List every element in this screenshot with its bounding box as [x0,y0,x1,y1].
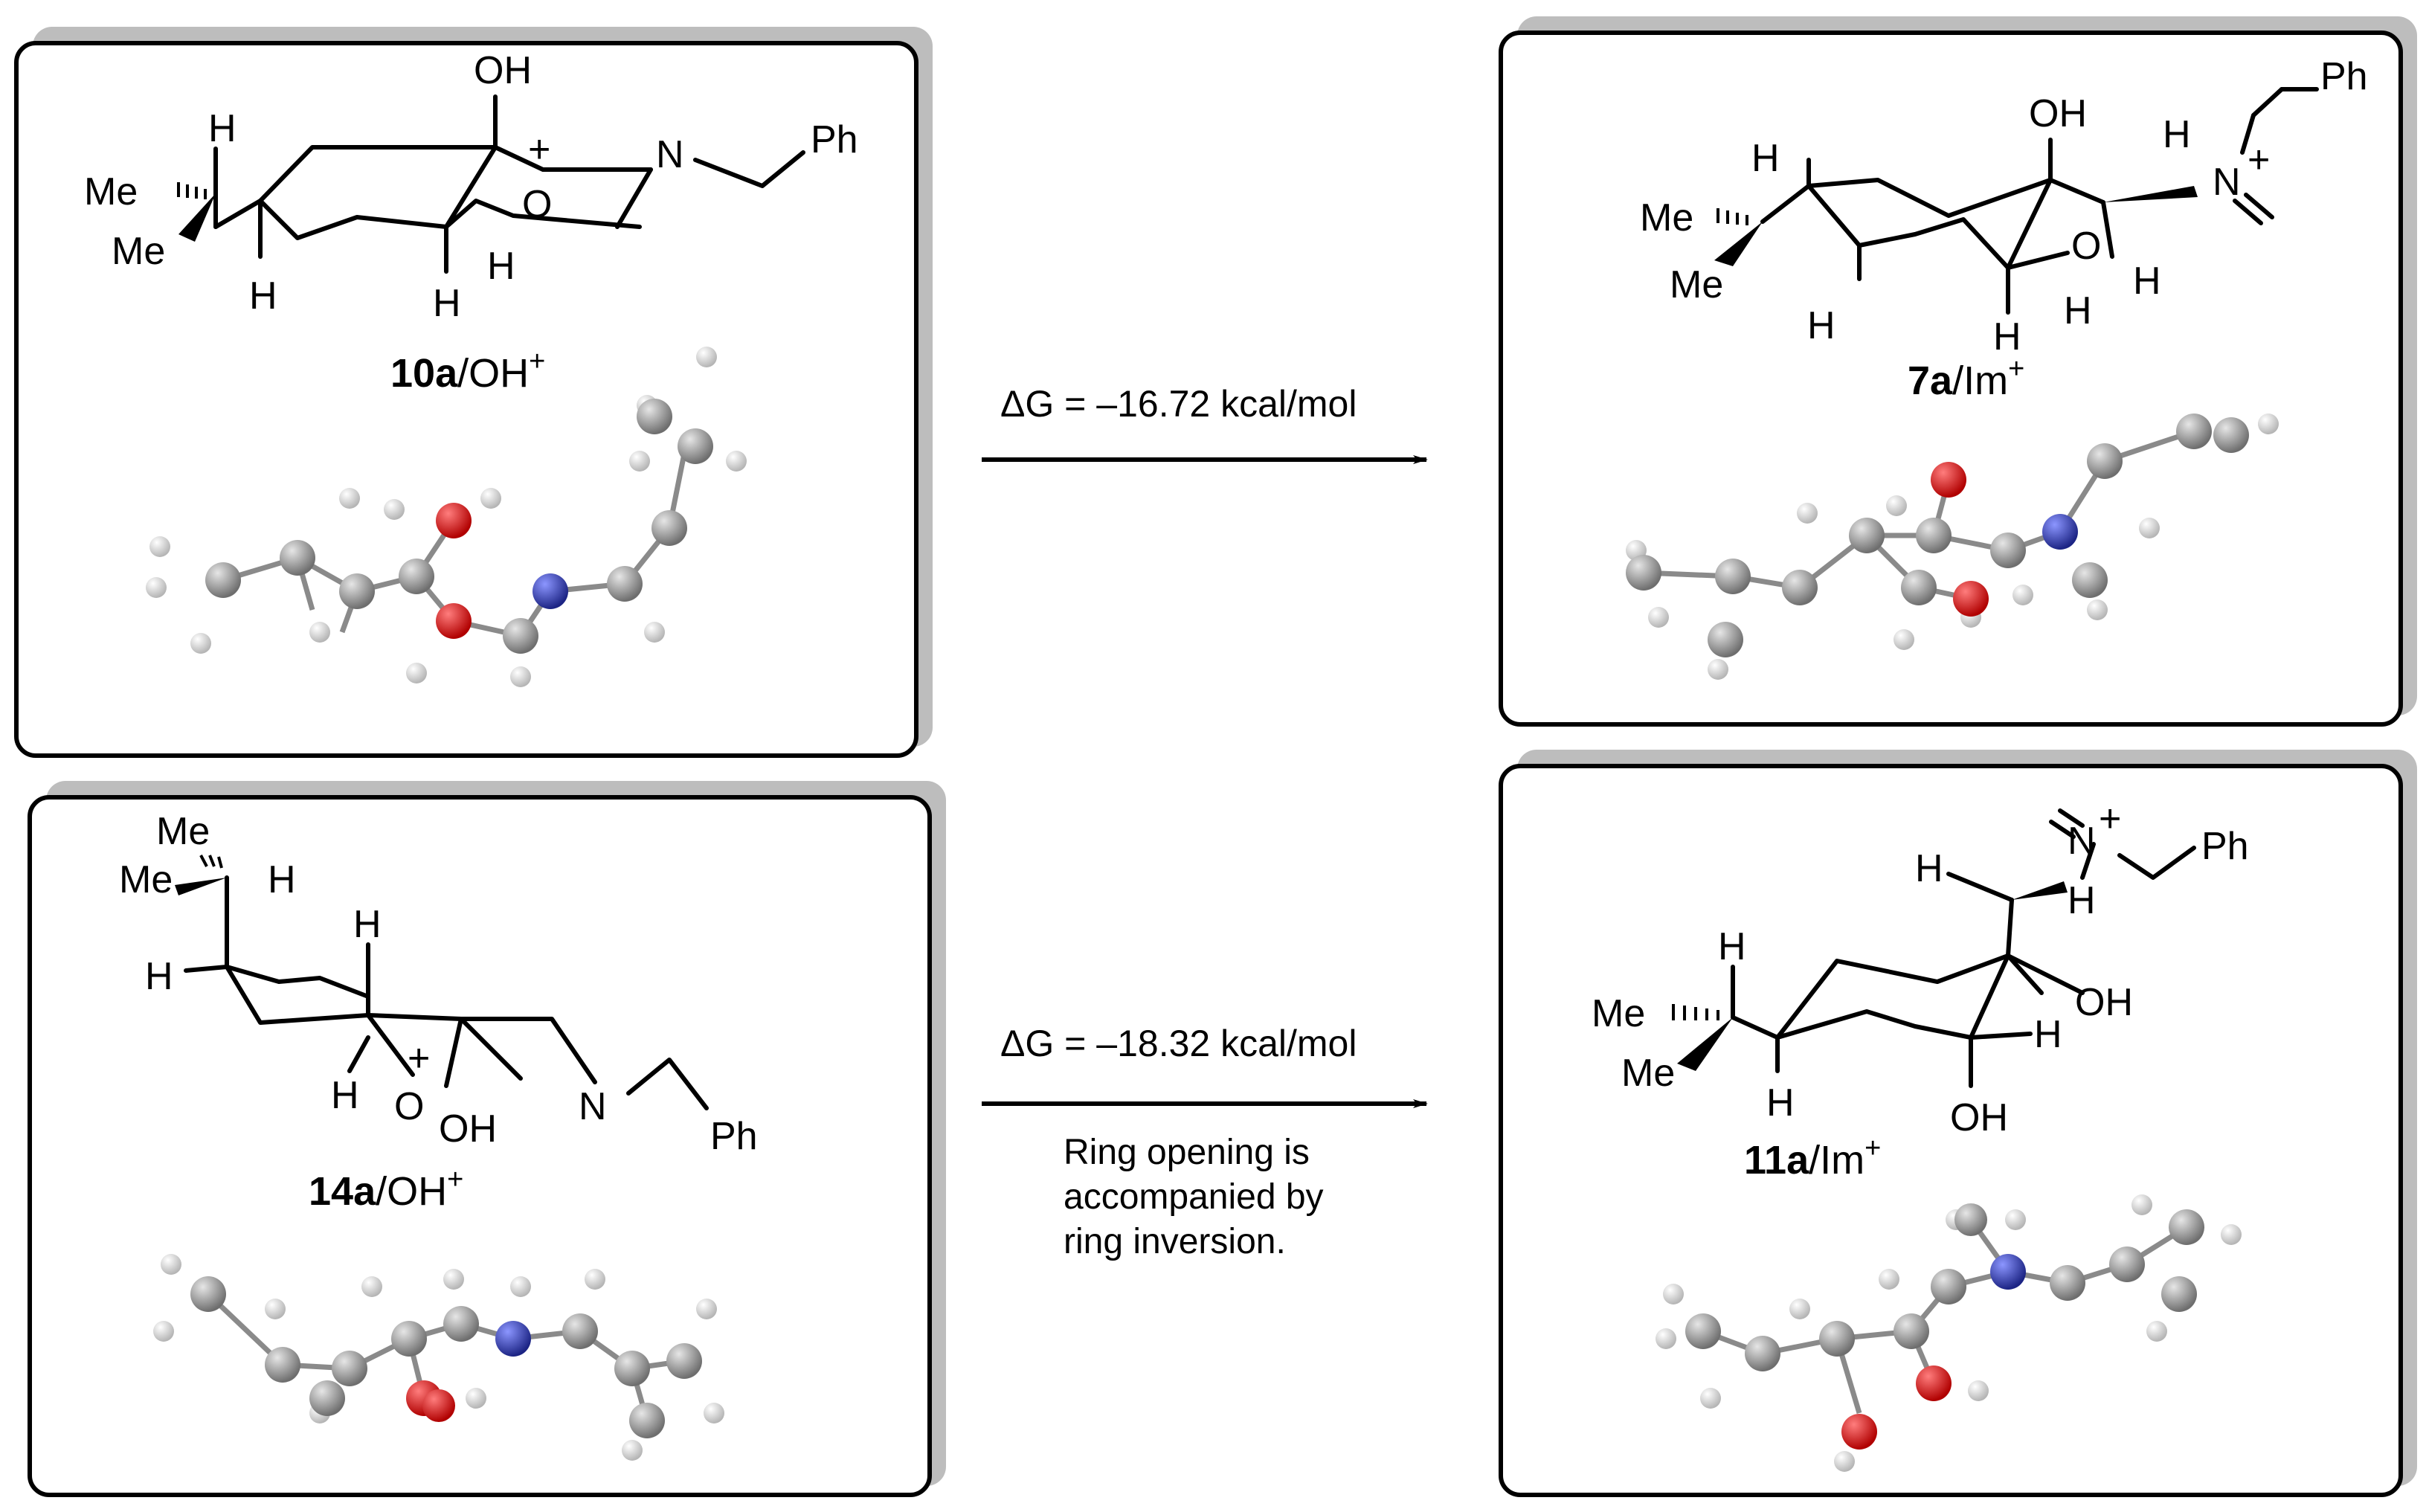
delta-g-bottom: ΔG = –18.32 kcal/mol [1000,1023,1357,1064]
ring-note-line-2: accompanied by [1064,1177,1324,1217]
atom-o: O [2071,225,2101,268]
delta-g-top: ΔG = –16.72 kcal/mol [1000,383,1357,425]
panel-14a [28,781,946,1497]
atom-ph: Ph [710,1115,758,1158]
atom-me: Me [1621,1052,1675,1095]
atom-ph: Ph [811,118,858,161]
labels-11a: N + Ph H H H Me Me H OH H OH [1592,797,2249,1139]
atom-o: O [394,1085,424,1128]
atom-me: Me [84,170,138,213]
compound-id: 14a [309,1169,376,1214]
atom-h: H [2163,113,2191,156]
caption-11a: 11a/Im+ [1744,1133,1881,1183]
panel-border [1499,30,2403,727]
model-14a [153,1254,724,1461]
atom-me: Me [119,858,173,901]
atom-h: H [2064,289,2092,332]
atom-n: N [579,1085,607,1128]
atom-plus: + [2099,797,2121,840]
atom-me: Me [1592,992,1645,1035]
compound-suffix: /OH [376,1169,447,1214]
atom-h: H [487,245,515,288]
panel-border [28,795,932,1497]
atom-h: H [433,282,461,325]
atom-h: H [1751,137,1780,180]
labels-7a: OH H N + Ph H Me Me H H O H H [1640,55,2368,358]
compound-suffix: /Im [1809,1138,1864,1183]
structure-14a [175,855,709,1110]
model-7a [1626,414,2279,680]
atom-h: H [1766,1081,1795,1125]
atom-h: H [208,107,237,150]
atom-h: H [1915,847,1943,890]
model-10a [146,347,747,687]
atom-o: O [522,183,552,226]
panel-border [1499,764,2403,1497]
structure-7a [1714,87,2319,315]
atom-oh: OH [474,49,532,92]
compound-suffix: /OH [457,351,529,396]
reaction-arrow-bottom: ΔG = –18.32 kcal/mol Ring opening is acc… [982,1023,1428,1261]
atom-h: H [1993,315,2021,358]
atom-plus: + [408,1037,430,1080]
atom-me: Me [1670,263,1723,306]
atom-ph: Ph [2320,55,2368,98]
compound-id: 10a [390,351,458,396]
atom-h: H [249,274,277,318]
model-11a [1656,1194,2242,1472]
atom-h: H [2133,260,2161,303]
labels-14a: Me Me H H H H O + OH N Ph [119,810,758,1158]
panel-border [14,41,918,758]
reaction-arrow-top: ΔG = –16.72 kcal/mol [982,383,1428,464]
atom-oh: OH [2075,981,2133,1024]
atom-h: H [1718,925,1746,968]
atom-n: N [2213,161,2241,204]
compound-charge: + [2008,353,2024,385]
atom-oh: OH [2029,92,2087,135]
atom-plus: + [2248,138,2270,181]
compound-id: 11a [1744,1138,1809,1183]
atom-h: H [2068,879,2096,922]
atom-h: H [2034,1013,2062,1056]
compound-id: 7a [1908,358,1953,403]
atom-oh: OH [1950,1096,2008,1139]
atom-ph: Ph [2201,825,2249,868]
atom-plus: + [528,128,550,171]
atom-me: Me [112,230,165,273]
compound-charge: + [1864,1133,1881,1164]
atom-h: H [268,858,296,901]
atom-me: Me [1640,196,1693,239]
structure-10a [177,94,805,274]
labels-10a: OH N Ph O + H Me Me H H H [84,49,858,325]
atom-h: H [353,903,382,946]
atom-oh: OH [439,1107,497,1151]
atom-h: H [145,955,173,998]
panel-10a [14,27,933,758]
caption-10a: 10a/OH+ [390,346,545,396]
atom-me: Me [156,810,210,853]
compound-charge: + [447,1164,463,1195]
compound-suffix: /Im [1952,358,2008,403]
compound-charge: + [529,346,545,377]
atom-n: N [2068,820,2096,863]
caption-7a: 7a/Im+ [1908,353,2024,403]
structure-11a [1672,808,2196,1088]
ring-note-line-1: Ring opening is [1064,1133,1310,1172]
atom-n: N [656,133,684,176]
atom-h: H [1807,304,1835,347]
atom-h: H [331,1074,359,1117]
caption-14a: 14a/OH+ [309,1164,463,1214]
ring-note-line-3: ring inversion. [1064,1222,1286,1261]
